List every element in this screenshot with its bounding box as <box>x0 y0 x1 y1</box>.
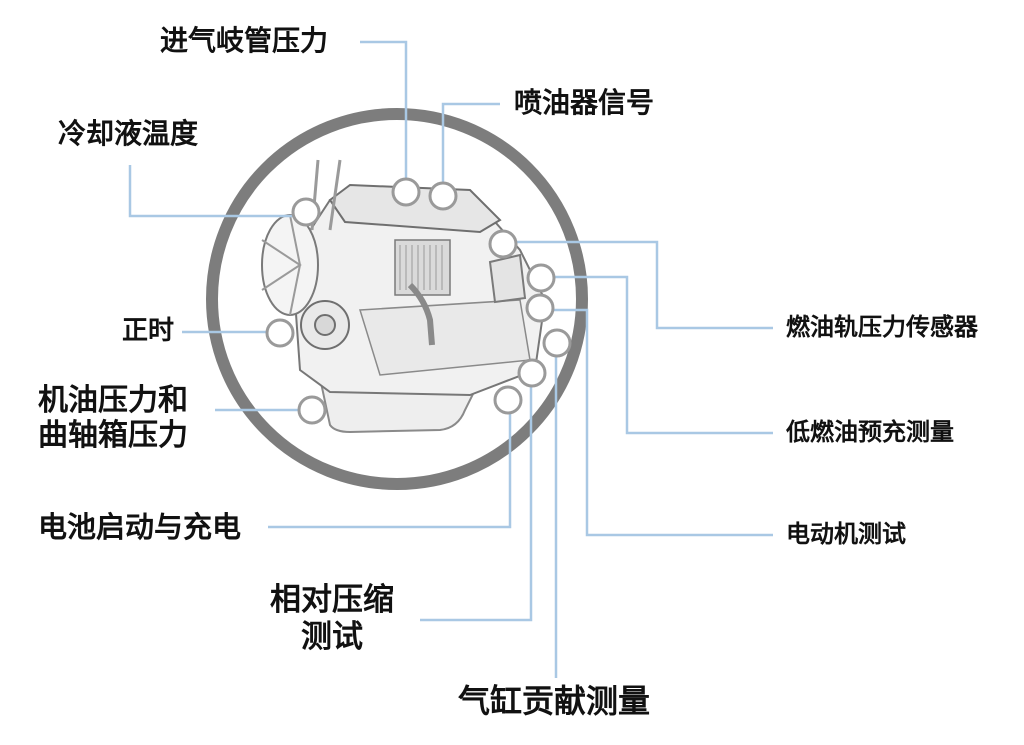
leader-lines <box>128 40 773 678</box>
leader-coolant <box>128 165 296 218</box>
label-compression-line2: 测试 <box>301 618 363 655</box>
label-compression-line1: 相对压缩 <box>270 582 394 618</box>
label-motor-test: 电动机测试 <box>786 520 906 548</box>
marker-timing <box>265 318 295 348</box>
marker-cylinder <box>542 328 572 358</box>
label-timing: 正时 <box>122 316 175 346</box>
engine-illustration <box>261 159 547 434</box>
engine-grille <box>394 239 451 296</box>
label-oil-crankcase-line1: 机油压力和 <box>38 383 188 418</box>
label-oil-crankcase-pressure: 机油压力和 曲轴箱压力 <box>38 383 188 454</box>
marker-low-fuel <box>526 263 556 293</box>
leader-injector <box>441 102 500 182</box>
sensor-markers <box>265 177 572 425</box>
marker-intake-manifold <box>391 177 421 207</box>
label-battery-start-charge: 电池启动与充电 <box>38 510 242 544</box>
engine-pipe <box>407 282 435 346</box>
marker-fuel-rail <box>488 229 518 259</box>
label-injector-signal: 喷油器信号 <box>514 86 655 119</box>
marker-oil-crankcase <box>297 395 327 425</box>
leader-low-fuel <box>550 275 773 435</box>
marker-battery <box>493 385 523 415</box>
leader-battery <box>268 412 512 529</box>
leader-compression <box>420 386 533 622</box>
marker-compression <box>517 358 547 388</box>
marker-motor <box>525 293 555 323</box>
outer-ring <box>206 108 588 490</box>
label-low-fuel-precharge: 低燃油预充测量 <box>786 418 954 446</box>
label-coolant-temperature: 冷却液温度 <box>58 117 199 150</box>
label-fuel-rail-pressure-sensor: 燃油轨压力传感器 <box>786 313 978 341</box>
label-intake-manifold-pressure: 进气岐管压力 <box>160 24 329 57</box>
label-oil-crankcase-line2: 曲轴箱压力 <box>38 418 188 454</box>
engine-filter <box>488 253 527 304</box>
marker-injector <box>428 181 458 211</box>
leader-intake-manifold <box>360 40 408 178</box>
marker-coolant <box>291 197 321 227</box>
label-cylinder-contribution: 气缸贡献测量 <box>458 682 651 720</box>
leader-motor <box>553 308 773 537</box>
engine-cylinder-head <box>328 183 502 234</box>
leader-fuel-rail <box>513 240 773 330</box>
label-relative-compression: 相对压缩 测试 <box>266 582 398 655</box>
